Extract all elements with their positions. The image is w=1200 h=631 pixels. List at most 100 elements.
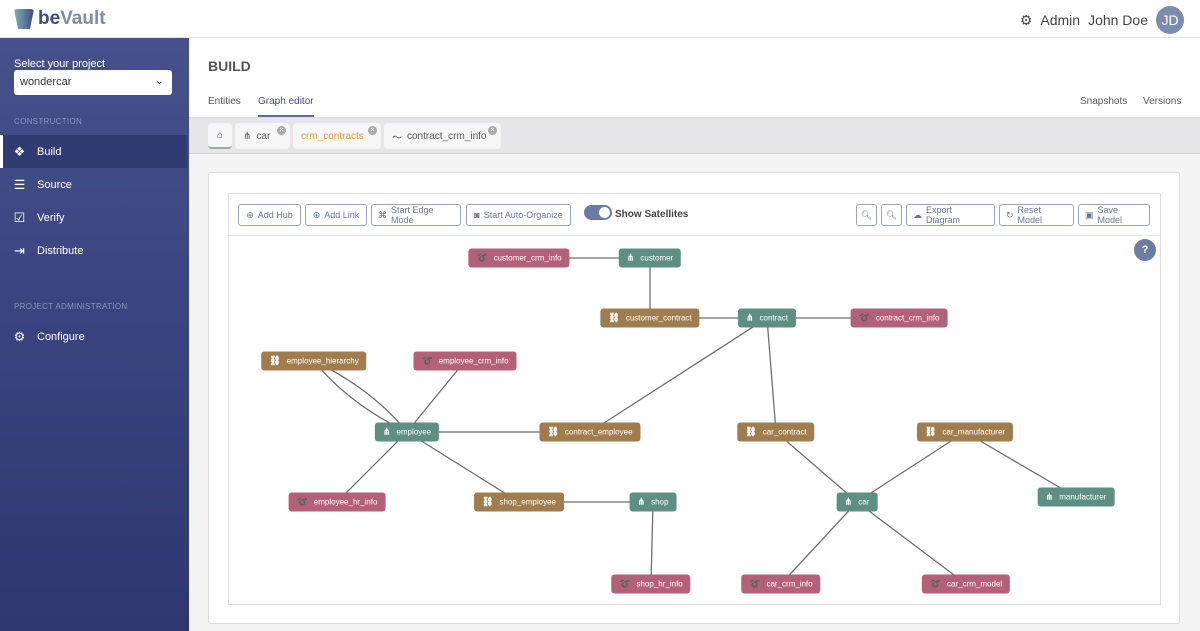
node-label: shop_employee <box>499 497 556 507</box>
edge-employee_hierarchy-employee[interactable] <box>313 360 408 433</box>
link-icon: ⛓ <box>608 312 620 323</box>
edge-car_manufacturer-manufacturer[interactable] <box>964 431 1077 498</box>
gear-icon: ⚙ <box>13 328 26 344</box>
rss-icon: ➰ <box>476 252 488 263</box>
node-label: shop_hr_info <box>636 579 683 589</box>
hub-icon: ⋔ <box>745 312 754 323</box>
rss-icon: ➰ <box>296 496 308 507</box>
editor-tab-car[interactable]: ⋔car× <box>235 123 290 149</box>
satellite-node[interactable]: ➰employee_crm_info <box>413 351 517 371</box>
plus-circle-icon: ⊕ <box>312 209 321 220</box>
link-icon: ⛓ <box>482 496 494 507</box>
tab-graph-editor[interactable]: Graph editor <box>258 96 314 117</box>
hub-node[interactable]: ⋔employee <box>374 422 440 442</box>
auto-organize-button[interactable]: ◙Start Auto-Organize <box>466 204 571 226</box>
hub-node[interactable]: ⋔contract <box>737 308 797 328</box>
edge-employee_hierarchy-employee[interactable] <box>313 360 408 433</box>
zoom-in-button[interactable]: 🔍︎ <box>856 204 877 226</box>
export-icon: ⇥ <box>14 242 25 258</box>
edge-car_manufacturer-car[interactable] <box>856 431 966 503</box>
node-label: car <box>858 497 870 507</box>
show-satellites-toggle[interactable] <box>584 205 612 220</box>
edge-car-car_crm_model[interactable] <box>856 501 967 585</box>
edge-mode-button[interactable]: ⌘Start Edge Mode <box>371 204 461 226</box>
node-label: employee_hierarchy <box>286 356 359 366</box>
add-hub-button[interactable]: ⊕Add Hub <box>238 204 301 226</box>
edge-employee-employee_hr_info[interactable] <box>336 431 408 503</box>
link-node[interactable]: ⛓contract_employee <box>539 422 641 442</box>
sidebar-item-distribute[interactable]: ⇥Distribute <box>0 234 187 267</box>
tab-versions[interactable]: Versions <box>1143 96 1182 107</box>
chevron-down-icon: ⌄ <box>154 75 164 87</box>
export-diagram-button[interactable]: ☁Export Diagram <box>906 204 995 226</box>
link-node[interactable]: ⛓car_manufacturer <box>916 422 1014 442</box>
node-label: contract_crm_info <box>875 313 940 323</box>
node-label: shop <box>651 497 669 507</box>
satellite-node[interactable]: ➰ car_crm_model <box>921 574 1011 594</box>
home-icon: ⌂ <box>216 129 224 141</box>
hub-node[interactable]: ⋔car <box>836 492 878 512</box>
node-label: employee <box>396 427 432 437</box>
edge-shop-shop_hr_info[interactable] <box>650 501 654 585</box>
sidebar-item-verify[interactable]: ☑Verify <box>13 209 65 225</box>
link-icon: ⛓ <box>745 426 757 437</box>
sidebar-item-source[interactable]: ☰Source <box>13 176 72 192</box>
edge-employee_crm_info-employee[interactable] <box>406 360 466 433</box>
sidebar-item-build[interactable]: ❖Build <box>0 135 187 168</box>
reset-model-button[interactable]: ↻Reset Model <box>999 204 1074 226</box>
node-label: car_contract <box>762 427 807 437</box>
avatar[interactable]: JD <box>1156 6 1184 34</box>
link-node[interactable]: ⛓employee_hierarchy <box>261 351 367 371</box>
node-label: contract_employee <box>564 427 633 437</box>
logo[interactable]: beVault <box>14 8 106 30</box>
project-select[interactable]: wondercar⌄ <box>14 70 172 95</box>
link-node[interactable]: ⛓customer_contract <box>600 308 700 328</box>
tab-entities[interactable]: Entities <box>208 96 241 107</box>
satellite-node[interactable]: ➰employee_hr_info <box>288 492 386 512</box>
rss-icon: ➰ <box>929 578 942 589</box>
save-model-button[interactable]: ▣Save Model <box>1078 204 1150 226</box>
close-icon[interactable]: × <box>277 126 286 135</box>
editor-tab-crm-contracts[interactable]: crm_contracts× <box>293 123 381 149</box>
satellite-node[interactable]: ➰ car_crm_info <box>741 574 821 594</box>
satellite-node[interactable]: ➰customer_crm_info <box>468 248 570 268</box>
rss-icon: ➰ <box>749 578 761 589</box>
edge-car-car_crm_info[interactable] <box>780 501 858 585</box>
hub-node[interactable]: ⋔shop <box>629 492 677 512</box>
user-name[interactable]: John Doe <box>1088 12 1148 28</box>
satellite-node[interactable]: ➰contract_crm_info <box>850 308 948 328</box>
add-link-button[interactable]: ⊕Add Link <box>305 204 367 226</box>
close-icon[interactable]: × <box>368 126 377 135</box>
save-icon: ▣ <box>1085 209 1094 220</box>
database-icon: ☰ <box>13 176 26 192</box>
satellite-node[interactable]: ➰ shop_hr_info <box>611 574 691 594</box>
link-node[interactable]: ⛓ car_contract <box>737 422 815 442</box>
top-bar: beVault ⚙ Admin John Doe JD <box>0 0 1200 38</box>
editor-tab-contract-crm-info[interactable]: 〜contract_crm_info× <box>384 123 501 149</box>
rss-icon: ➰ <box>619 578 631 589</box>
cloud-download-icon: ☁ <box>913 209 922 220</box>
link-node[interactable]: ⛓ shop_employee <box>474 492 564 512</box>
bevault-logo-icon <box>14 9 34 29</box>
hub-icon: ⋔ <box>626 252 635 263</box>
hub-node[interactable]: ⋔customer <box>618 248 682 268</box>
zoom-out-button[interactable]: 🔍︎ <box>881 204 902 226</box>
close-icon[interactable]: × <box>488 126 497 135</box>
graph-toolbar: ⊕Add Hub ⊕Add Link ⌘Start Edge Mode ◙Sta… <box>229 194 1160 236</box>
edge-contract-car_contract[interactable] <box>766 317 777 433</box>
sidebar-item-configure[interactable]: ⚙Configure <box>13 328 85 344</box>
tab-snapshots[interactable]: Snapshots <box>1080 96 1128 107</box>
edge-employee-shop_employee[interactable] <box>406 431 520 503</box>
edge-contract-contract_employee[interactable] <box>589 317 768 433</box>
node-label: car_crm_info <box>766 579 813 589</box>
hub-node[interactable]: ⋔manufacturer <box>1037 487 1115 507</box>
gear-icon[interactable]: ⚙ <box>1019 11 1033 28</box>
cubes-icon: ❖ <box>13 143 26 159</box>
admin-link[interactable]: Admin <box>1040 12 1081 28</box>
graph-canvas[interactable] <box>229 194 1162 606</box>
rss-icon: ➰ <box>421 355 433 366</box>
edge-car_contract-car[interactable] <box>775 431 858 503</box>
help-button[interactable]: ? <box>1134 239 1156 261</box>
node-label: car_crm_model <box>947 579 1003 589</box>
home-tab[interactable]: ⌂ <box>208 123 232 149</box>
